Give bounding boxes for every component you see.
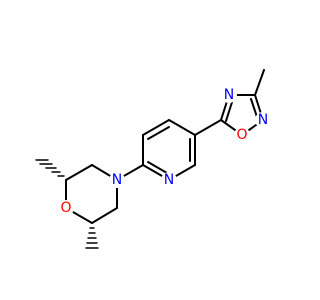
atom-morpholine-o: O — [60, 200, 71, 216]
stereo-bond-methyl-top — [35, 159, 65, 177]
atom-labels: N O N N N O — [58, 87, 271, 216]
atom-oxadiazole-n-right: N — [258, 112, 268, 128]
bond-pyridine-oxadiazole — [194, 119, 222, 136]
atom-pyridine-n: N — [164, 172, 174, 188]
molecule-structure: N O N N N O — [35, 69, 271, 249]
morpholine-ring — [35, 159, 118, 249]
bond-methyl-oxadiazole — [254, 69, 265, 96]
atom-oxadiazole-n-top: N — [224, 87, 234, 103]
atom-morpholine-n: N — [112, 172, 122, 188]
pyridine-ring — [142, 119, 196, 181]
atom-oxadiazole-o: O — [236, 127, 247, 143]
stereo-bond-methyl-bottom — [85, 227, 99, 249]
bond-ch2-ch-top — [65, 164, 93, 181]
bond-ch-ch2-bottom — [91, 207, 118, 224]
